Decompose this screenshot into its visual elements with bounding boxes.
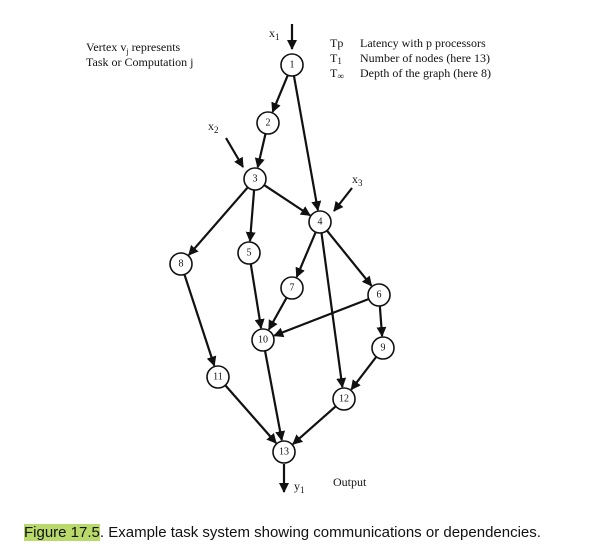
legend-row-depth-text: Depth of the graph (here 8) — [360, 66, 491, 80]
edge-8-to-11 — [183, 274, 217, 367]
caption-figure-number: Figure 17.5 — [24, 524, 100, 541]
node-3-circle — [243, 167, 267, 191]
edge-2-to-3 — [254, 133, 267, 169]
edge-11-to-13 — [224, 384, 277, 444]
node-3-label: 3 — [253, 174, 258, 185]
legend-row-depth-symbol: T∞ — [330, 66, 344, 81]
node-13-circle — [272, 440, 296, 464]
edge-3-to-5 — [245, 189, 256, 243]
node-8: 8 — [169, 252, 193, 276]
node-9-label: 9 — [381, 343, 386, 354]
edge-3-to-8 — [188, 186, 249, 256]
node-1: 1 — [280, 53, 304, 77]
edge-4-to-6 — [326, 229, 373, 287]
node-8-circle — [169, 252, 193, 276]
edge-6-to-10 — [273, 297, 370, 338]
node-11-circle — [206, 365, 230, 389]
node-1-circle — [280, 53, 304, 77]
edge-1-to-2 — [271, 74, 289, 113]
legend-row-latency-symbol: Tp — [330, 36, 343, 50]
node-4-label: 4 — [318, 217, 323, 228]
edge-1-to-4 — [292, 75, 322, 212]
node-7: 7 — [280, 276, 304, 300]
node-7-label: 7 — [290, 283, 295, 294]
output-label-y1: y1 — [294, 479, 305, 495]
edge-6-to-9 — [376, 305, 387, 338]
edge-12-to-13 — [292, 405, 337, 445]
node-9-circle — [371, 336, 395, 360]
input-arrow-x2 — [225, 137, 244, 168]
edge-4-to-12 — [320, 232, 347, 389]
node-6: 6 — [367, 283, 391, 307]
node-6-circle — [367, 283, 391, 307]
input-arrow-x3 — [333, 187, 353, 212]
edge-3-to-4 — [263, 184, 311, 217]
node-10-circle — [251, 328, 275, 352]
legend-left-line1-sub: j — [125, 47, 128, 56]
legend-left-line1: Vertex vj represents — [86, 40, 181, 56]
figure-caption: Figure 17.5. Example task system showing… — [24, 524, 541, 541]
node-11: 11 — [206, 365, 230, 389]
node-6-label: 6 — [377, 290, 382, 301]
legend-row-nodes-text: Number of nodes (here 13) — [360, 51, 490, 65]
legend-right: Tp Latency with p processors T1 Number o… — [330, 36, 491, 81]
node-12-circle — [332, 387, 356, 411]
input-label-x3: x3 — [352, 172, 363, 188]
node-10: 10 — [251, 328, 275, 352]
legend-left-line1-prefix: Vertex v — [86, 40, 126, 54]
output-text: Output — [333, 475, 367, 489]
node-2-label: 2 — [266, 118, 271, 129]
node-5-label: 5 — [247, 248, 252, 259]
node-11-label: 11 — [213, 372, 223, 383]
node-12: 12 — [332, 387, 356, 411]
node-12-label: 12 — [339, 394, 349, 405]
input-label-x2: x2 — [208, 119, 219, 135]
edge-7-to-10 — [267, 297, 288, 331]
node-4-circle — [308, 210, 332, 234]
node-13-label: 13 — [279, 447, 289, 458]
node-2-circle — [256, 111, 280, 135]
edge-9-to-12 — [350, 356, 378, 391]
node-10-label: 10 — [258, 335, 268, 346]
node-4: 4 — [308, 210, 332, 234]
node-5: 5 — [237, 241, 261, 265]
legend-left-line1-suffix: represents — [129, 40, 181, 54]
node-7-circle — [280, 276, 304, 300]
node-9: 9 — [371, 336, 395, 360]
node-2: 2 — [256, 111, 280, 135]
legend-row-latency-text: Latency with p processors — [360, 36, 486, 50]
caption-text: . Example task system showing communicat… — [99, 524, 541, 541]
node-13: 13 — [272, 440, 296, 464]
node-5-circle — [237, 241, 261, 265]
edge-4-to-7 — [295, 231, 317, 278]
legend-row-nodes-symbol: T1 — [330, 51, 342, 66]
edge-layer — [183, 74, 387, 445]
node-8-label: 8 — [179, 259, 184, 270]
input-label-x1: x1 — [269, 26, 280, 42]
legend-left-line2: Task or Computation j — [86, 55, 193, 69]
edge-10-to-13 — [263, 350, 286, 442]
edge-5-to-10 — [249, 263, 265, 330]
node-3: 3 — [243, 167, 267, 191]
node-1-label: 1 — [290, 60, 295, 71]
